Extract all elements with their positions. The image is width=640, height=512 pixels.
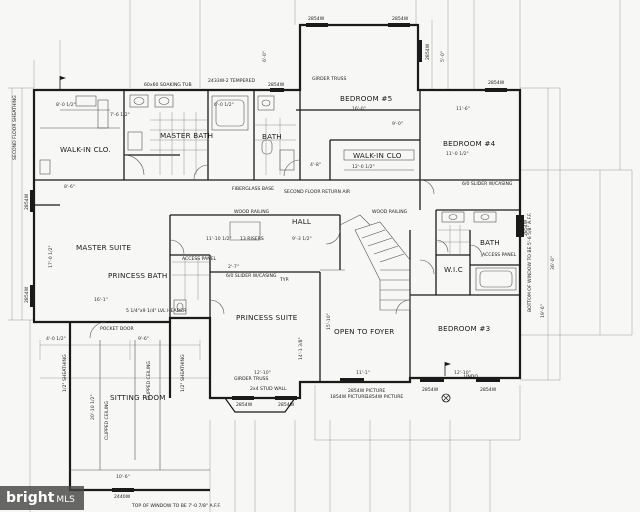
- room-master-suite: MASTER SUITE: [76, 243, 131, 252]
- note-fiberglass-base: FIBERGLASS BASE: [232, 186, 274, 192]
- room-wic: W.I.C: [444, 265, 463, 274]
- watermark-sub: MLS: [56, 495, 75, 505]
- window-tag: 2854W: [236, 402, 253, 408]
- dimension-label: 11'-6": [456, 106, 470, 112]
- note-access-panel-right: ACCESS PANEL: [482, 252, 517, 258]
- note-typ: TYP.: [279, 277, 289, 283]
- dimension-label: 7'-6 1/2": [110, 112, 130, 118]
- note-clipped-ceiling-2: CLIPPED CEILING: [146, 361, 152, 400]
- stairway: [229, 214, 411, 311]
- dimension-label: 6'-0": [262, 51, 268, 62]
- note-risers: 13 RISERS: [240, 236, 264, 242]
- dimension-label: 17'-0 1/2": [48, 245, 54, 268]
- window-tag: 2854W: [308, 16, 325, 22]
- room-master-bath: MASTER BATH: [160, 131, 213, 140]
- dimension-label: 15'-10": [326, 313, 332, 330]
- note-pocket-door: POCKET DOOR: [100, 326, 135, 332]
- dimension-label: 9'-0": [392, 121, 403, 127]
- room-bedroom3: BEDROOM #3: [438, 324, 490, 333]
- note-lvl-header: 5 1/4"x9 1/4" LVL HEADER: [126, 308, 187, 314]
- note-tempered: 2433W-2 TEMPERED: [208, 78, 256, 84]
- note-second-floor-sheathing: SECOND FLOOR SHEATHING: [12, 95, 18, 160]
- room-sitting-room: SITTING ROOM: [110, 393, 166, 402]
- dimension-label: 36'-0": [550, 256, 556, 270]
- note-access-panel-left: ACCESS PANEL: [182, 256, 217, 262]
- interior-walls: [34, 90, 520, 382]
- room-bath-right: BATH: [480, 238, 500, 247]
- room-open-to-foyer: OPEN TO FOYER: [334, 327, 394, 336]
- room-princess-suite: PRINCESS SUITE: [236, 313, 298, 322]
- note-sheathing-left: 1/2" SHEATHING: [62, 354, 68, 392]
- dimension-label: 2'-7": [228, 264, 239, 270]
- clipped-ceiling-lines: [70, 340, 210, 471]
- dimension-label: 5'-0": [440, 51, 446, 62]
- dimension-label: 19'-6": [540, 304, 546, 318]
- note-picture-3: 2854W PICTURE: [348, 388, 385, 394]
- dimension-label: 4'-0 1/2": [46, 336, 66, 342]
- note-undo: UNDO: [464, 374, 478, 380]
- dimension-label: 4'-8": [310, 162, 321, 168]
- dimension-label: 16'-0": [352, 106, 366, 112]
- dimension-lines: [8, 0, 633, 512]
- window-tag: 2440W: [114, 494, 131, 500]
- window-tag: 2854W: [425, 43, 431, 60]
- note-second-floor-return: SECOND FLOOR RETURN AIR: [284, 189, 351, 195]
- dimension-label: 14'-1 3/8": [298, 337, 304, 360]
- dimension-label: 16'-1": [94, 297, 108, 303]
- dimension-label: 10'-6": [116, 474, 130, 480]
- dimension-label: 8'-6": [64, 184, 75, 190]
- window-tag: 2854W: [523, 219, 529, 236]
- window-tag: 2854W: [488, 80, 505, 86]
- window-tag: 2854W: [480, 387, 497, 393]
- note-wood-railing-1: WOOD RAILING: [234, 209, 270, 215]
- note-soaking-tub: 60x60 SOAKING TUB: [144, 82, 192, 88]
- room-bath-small: BATH: [262, 132, 282, 141]
- dimension-label: 11'-0 1/2": [446, 151, 469, 157]
- note-top-of-window: TOP OF WINDOW TO BE 7'-0 7/8" A.F.F.: [131, 503, 221, 509]
- door-swings: [89, 154, 483, 339]
- dimension-label: 12'-10": [254, 370, 271, 376]
- note-bottom-of-window: BOTTOM OF WINDOW TO BE 5'-6 5/8" A.F.F.: [527, 213, 533, 312]
- dimension-label: 8'-0 1/2": [56, 102, 76, 108]
- dimension-label: 20'-10 1/2": [90, 394, 96, 420]
- room-walk-in-clo-mid: WALK-IN CLO: [353, 151, 402, 160]
- window-markers: [30, 23, 524, 492]
- room-bedroom4: BEDROOM #4: [443, 139, 496, 148]
- note-wood-railing-2: WOOD RAILING: [372, 209, 408, 215]
- dimension-label: 9'-6": [138, 336, 149, 342]
- room-princess-bath-left: PRINCESS BATH: [108, 271, 167, 280]
- dimension-label: 6'-0 1/2": [214, 102, 234, 108]
- watermark-brand: bright: [6, 490, 55, 506]
- window-tag: 2854W: [24, 193, 30, 210]
- room-bedroom5: BEDROOM #5: [340, 94, 392, 103]
- dimension-label: 9'-3 1/2": [292, 236, 312, 242]
- note-slider-wicasing-right: 6/0 SLIDER W/CASING: [462, 181, 513, 187]
- window-tag: 2854W: [392, 16, 409, 22]
- dimension-label: 11'-1": [356, 370, 370, 376]
- dimension-label: 12'-0 1/2": [352, 164, 375, 170]
- note-stud-wall: 2x4 STUD WALL: [250, 386, 287, 392]
- bay-window: [224, 397, 296, 413]
- window-tag: 2854W: [24, 286, 30, 303]
- note-sheathing-right: 1/2" SHEATHING: [180, 354, 186, 392]
- dimension-label: 12'-10": [454, 370, 471, 376]
- dimension-label: 11'-10 1/2": [206, 236, 232, 242]
- room-walk-in-clo-left: WALK-IN CLO.: [60, 145, 111, 154]
- note-girder-truss-bottom: GIRDER TRUSS: [234, 376, 268, 382]
- north-marks: [59, 76, 451, 403]
- note-slider-wicasing-left: 6/0 SLIDER W/CASING: [226, 273, 277, 279]
- window-tag: 2854W: [268, 82, 285, 88]
- fixtures: [39, 94, 517, 315]
- window-tag: 2854W: [278, 402, 295, 408]
- window-tag: 2854W: [422, 387, 439, 393]
- note-picture-2: 1854W PICTURE: [366, 394, 403, 400]
- tile-hatching: [150, 112, 470, 300]
- note-girder-truss-top: GIRDER TRUSS: [312, 76, 346, 82]
- note-clipped-ceiling-1: CLIPPED CEILING: [104, 401, 110, 440]
- note-picture-1: 1854W PICTURE: [330, 394, 367, 400]
- room-hall: HALL: [292, 217, 311, 226]
